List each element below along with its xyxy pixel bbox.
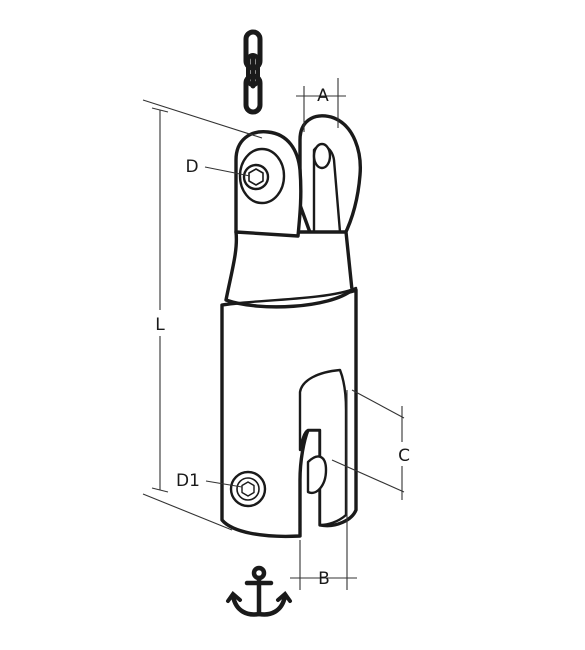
lower-slot <box>298 368 348 527</box>
label-d: D <box>185 157 198 177</box>
dimension-l: L <box>142 99 263 531</box>
dimension-d: D <box>185 157 251 177</box>
label-l: L <box>155 315 165 335</box>
dimension-c: C <box>331 389 414 500</box>
dimension-a: A <box>296 78 346 132</box>
bottom-hex-socket <box>229 470 267 508</box>
dimension-b: B <box>290 390 357 590</box>
neck <box>224 230 354 309</box>
neck-collar <box>220 286 358 307</box>
top-pin-end <box>312 142 332 170</box>
chain-icon <box>243 29 263 115</box>
label-a: A <box>317 86 329 106</box>
anchor-icon <box>226 565 292 617</box>
label-b: B <box>318 569 330 589</box>
label-c: C <box>398 446 410 466</box>
bottom-pin-stub <box>306 455 328 495</box>
hex-socket-icon <box>242 163 270 191</box>
label-d1: D1 <box>176 471 200 491</box>
dimension-d1: D1 <box>176 471 243 491</box>
